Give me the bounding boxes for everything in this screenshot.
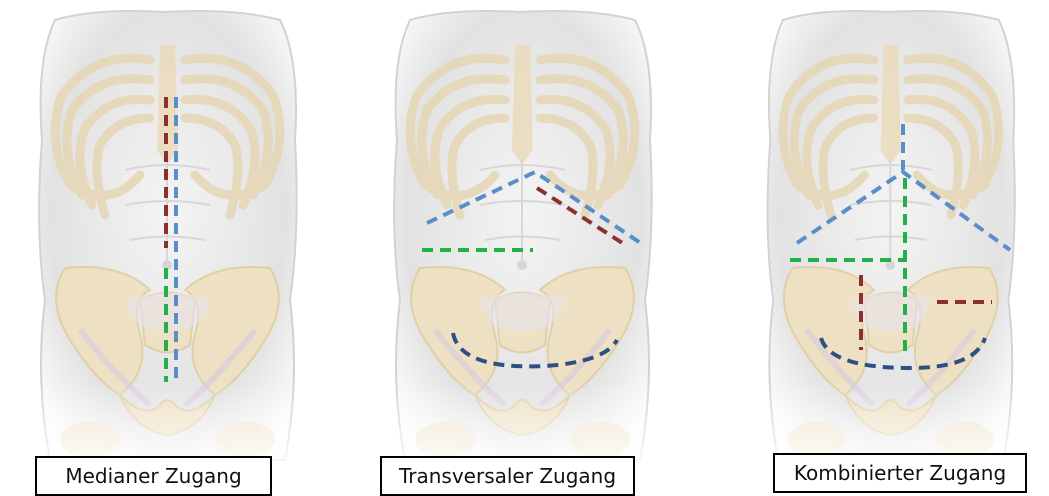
panel-combined: Kombinierter Zugang (735, 0, 1049, 496)
illustration-transversal (355, 0, 695, 496)
anatomy-figure (355, 11, 695, 470)
panel-transversal: Transversaler Zugang (355, 0, 695, 496)
panel-median: Medianer Zugang (0, 0, 340, 496)
caption-transversal: Transversaler Zugang (380, 456, 635, 496)
caption-median: Medianer Zugang (35, 456, 272, 496)
anatomy-figure (0, 11, 340, 470)
illustration-median (0, 0, 340, 496)
anatomy-figure (735, 11, 1049, 470)
caption-combined: Kombinierter Zugang (773, 453, 1027, 493)
illustration-combined (735, 0, 1049, 496)
